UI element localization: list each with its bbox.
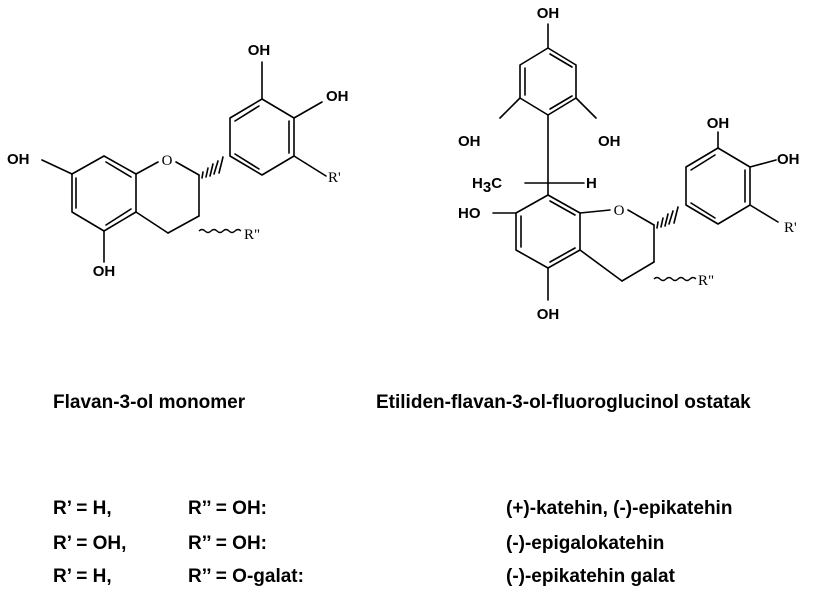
caption-monomer: Flavan-3-ol monomer [53, 392, 246, 413]
monomer-label-ring-oxygen: O [162, 153, 173, 169]
monomer-label-r-prime: R' [328, 170, 341, 186]
row-compound: (-)-epikatehin galat [506, 566, 675, 587]
monomer-label-oh-top: OH [248, 42, 271, 59]
flavan-3-ol-monomer-structure: OH OH OH OH O R' R" [7, 42, 349, 280]
row-r-double-prime: R’’ = O-galat: [188, 566, 304, 587]
monomer-label-r-double-prime: R" [244, 227, 260, 243]
monomer-label-oh-bottom: OH [93, 263, 116, 280]
dimer-label-hydrogen: H [586, 175, 597, 192]
row-compound: (-)-epigalokatehin [506, 533, 665, 554]
dimer-label-oh-b-right: OH [777, 151, 800, 168]
caption-dimer: Etiliden-flavan-3-ol-fluoroglucinol osta… [376, 392, 751, 413]
dimer-label-ring-oxygen: O [614, 203, 625, 219]
dimer-label-oh-top: OH [537, 5, 560, 22]
dimer-label-r-prime: R' [784, 220, 797, 236]
row-r-prime: R’ = H, [53, 566, 112, 587]
dimer-label-oh-phloroglucinol-left: OH [458, 133, 481, 150]
dimer-label-oh-b-top: OH [707, 115, 730, 132]
row-r-double-prime: R’’ = OH: [188, 498, 268, 519]
dimer-label-oh-phloroglucinol-right: OH [598, 133, 621, 150]
dimer-label-ho-left: HO [458, 205, 481, 222]
row-r-double-prime: R’’ = OH: [188, 533, 268, 554]
chemical-structures: OH OH OH OH O R' R" [7, 5, 800, 323]
row-r-prime: R’ = OH, [53, 533, 127, 554]
dimer-label-methyl: H3C [472, 175, 502, 196]
row-r-prime: R’ = H, [53, 498, 112, 519]
dimer-label-r-double-prime: R" [698, 273, 714, 289]
row-compound: (+)-katehin, (-)-epikatehin [506, 498, 733, 519]
etiliden-flavan-3-ol-fluoroglucinol-structure: OH OH OH H3C H HO OH O OH OH R' R" [458, 5, 800, 323]
dimer-label-oh-bottom: OH [537, 306, 560, 323]
monomer-label-oh-left: OH [7, 151, 30, 168]
monomer-label-oh-right: OH [326, 88, 349, 105]
